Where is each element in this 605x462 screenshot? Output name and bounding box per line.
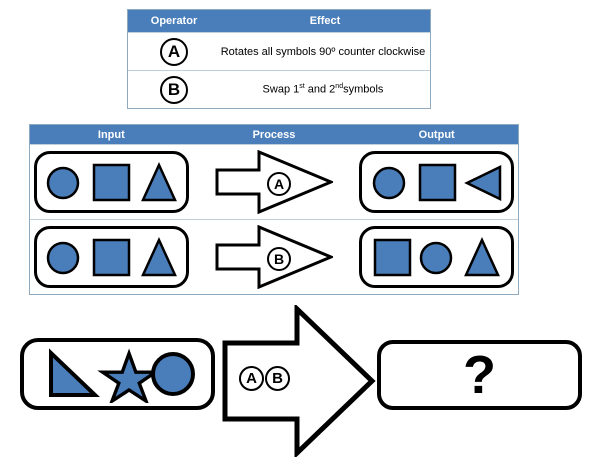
output-shapes-1 [372, 163, 501, 202]
right-triangle-shape [48, 348, 100, 397]
question-mark: ? [463, 345, 496, 405]
question-input-box [20, 338, 215, 410]
circled-letter-a-icon: A [267, 172, 291, 196]
input-shapes-2 [47, 236, 178, 277]
process-row-2-input [30, 220, 193, 294]
input-shapes-1 [47, 161, 178, 202]
effect-b-part-4: nd [335, 83, 344, 91]
circle-shape [419, 241, 452, 275]
square-shape [93, 163, 131, 202]
operator-symbol-cell-a: A [128, 37, 220, 66]
triangle-left-shape [463, 165, 501, 201]
circle-shape [372, 166, 405, 200]
square-shape [93, 238, 131, 277]
square-shape [373, 238, 411, 277]
column-header-output: Output [418, 128, 455, 141]
column-header-operator: Operator [150, 15, 198, 27]
circled-letter-b-icon: B [267, 247, 291, 271]
process-arrow-2: B [215, 224, 335, 290]
circle-shape [47, 241, 80, 275]
process-example-table: Input Process Output A [29, 124, 519, 295]
column-header-effect: Effect [309, 15, 341, 27]
circled-letter-b-icon: B [265, 366, 290, 391]
process-table-header-row: Input Process Output [30, 125, 518, 144]
question-input-shapes [48, 348, 195, 403]
process-row-1-input [30, 145, 193, 219]
big-arrow-shape [222, 303, 376, 459]
question-process-arrow: A B [222, 303, 377, 459]
column-header-process: Process [252, 128, 296, 141]
operator-definition-table: Operator Effect A Rotates all symbols 90… [127, 9, 431, 109]
circled-letter-b-icon: B [160, 75, 188, 104]
question-operator-letters: A B [239, 366, 290, 391]
process-row-2-output [355, 220, 518, 294]
process-row-2-process: B [193, 220, 356, 294]
effect-b-part-1: Swap 1 [262, 83, 300, 96]
process-arrow-1: A [215, 149, 335, 215]
operator-row-b: B Swap 1st and 2ndsymbols [128, 70, 430, 108]
input-shape-box-1 [33, 151, 189, 213]
output-shape-box-2 [359, 226, 515, 288]
star-shape [96, 348, 161, 403]
process-row-1-output [355, 145, 518, 219]
output-shapes-2 [373, 236, 500, 277]
process-row-2: B [30, 219, 518, 294]
operator-effect-a: Rotates all symbols 90º counter clockwis… [220, 45, 426, 58]
triangle-up-shape [141, 236, 178, 277]
answer-box: ? [377, 340, 582, 410]
output-shape-box-1 [359, 151, 515, 213]
input-shape-box-2 [33, 226, 189, 288]
circle-shape [47, 166, 80, 200]
circle-shape [150, 352, 195, 396]
operator-effect-b: Swap 1st and 2ndsymbols [220, 83, 430, 96]
process-row-1: A [30, 144, 518, 219]
operator-row-a: A Rotates all symbols 90º counter clockw… [128, 32, 430, 70]
circled-letter-a-icon: A [160, 37, 188, 66]
operator-table-header-row: Operator Effect [128, 10, 430, 32]
operator-symbol-cell-b: B [128, 75, 220, 104]
triangle-up-shape [141, 161, 178, 202]
effect-b-part-3: and 2 [304, 83, 336, 96]
square-shape [418, 163, 456, 202]
effect-b-part-5: symbols [343, 83, 384, 96]
column-header-input: Input [97, 128, 125, 141]
effect-b-part-2: st [299, 83, 305, 91]
circled-letter-a-icon: A [239, 366, 264, 391]
process-row-1-process: A [193, 145, 356, 219]
triangle-up-shape [463, 236, 500, 277]
